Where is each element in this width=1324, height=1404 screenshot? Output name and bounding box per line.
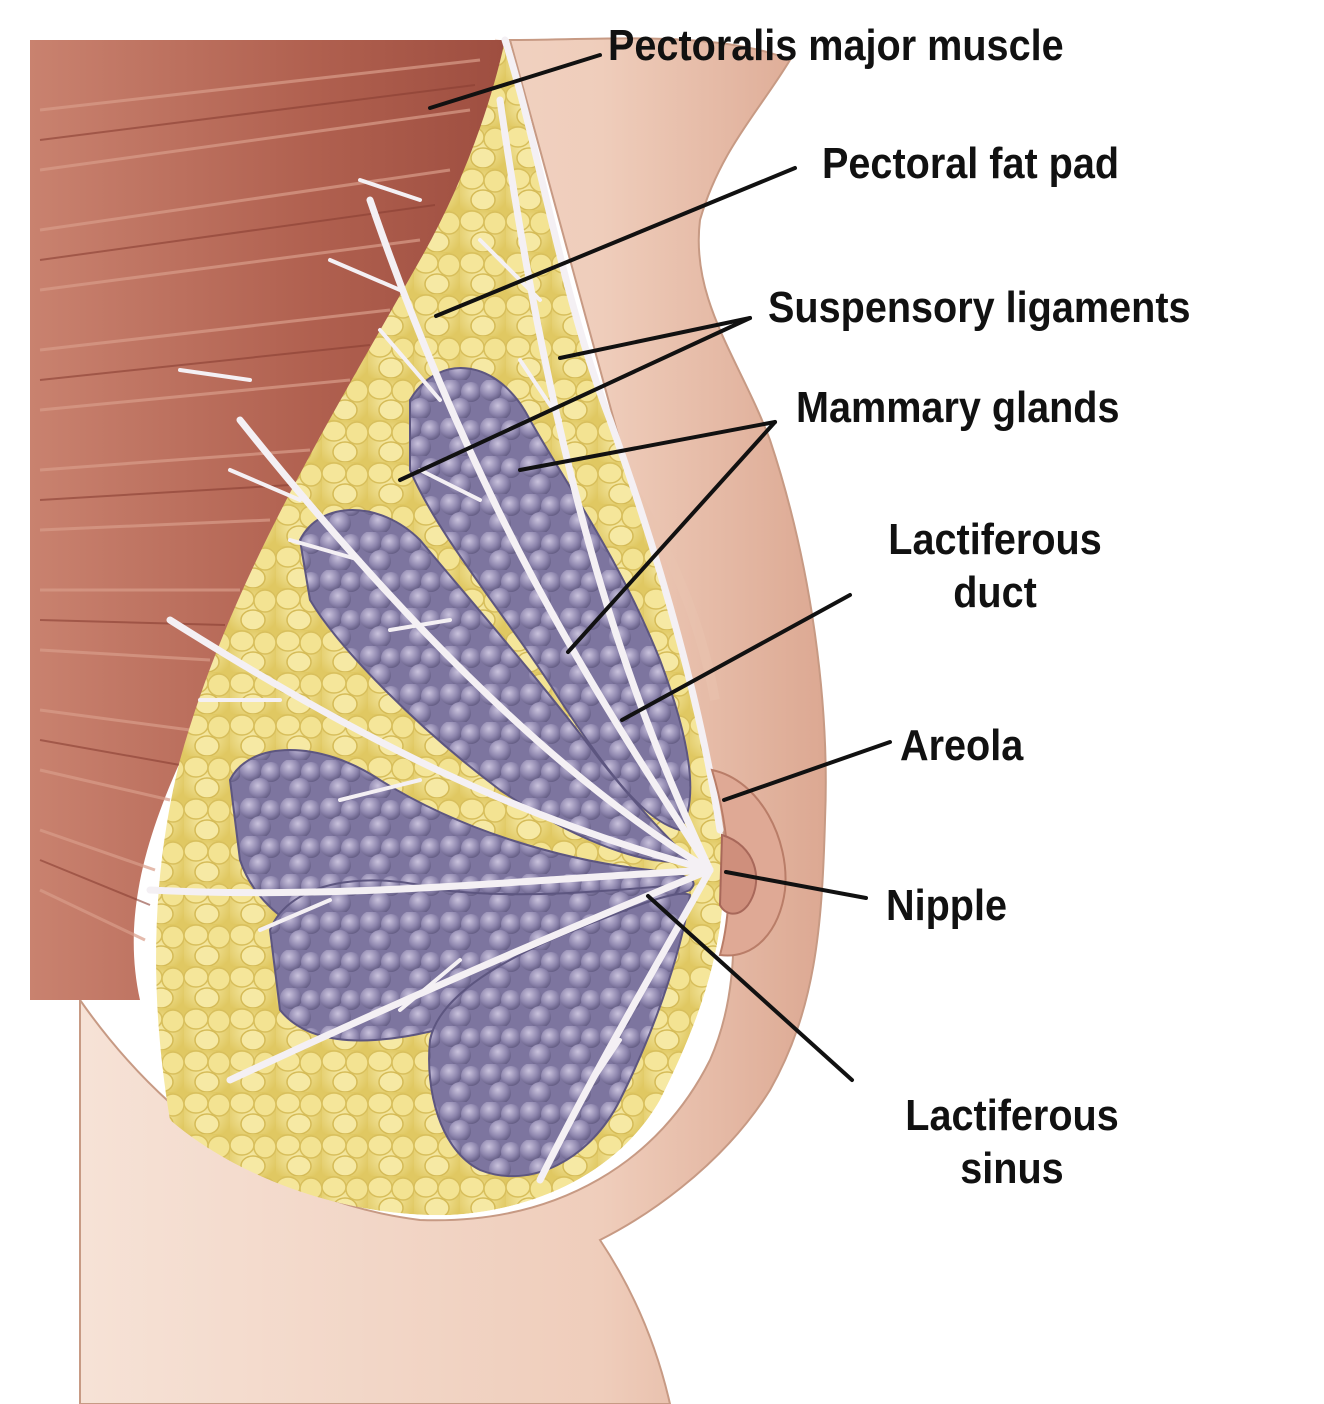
label-pectoralis-major-muscle: Pectoralis major muscle xyxy=(608,21,1064,70)
label-areola: Areola xyxy=(900,721,1024,770)
leader-sinus xyxy=(646,894,854,1082)
leader-mammary-1 xyxy=(518,420,777,472)
label-lactiferous-duct-line2: duct xyxy=(953,567,1037,617)
label-lactiferous-sinus-line1: Lactiferous xyxy=(905,1091,1119,1140)
label-lactiferous-duct-line1: Lactiferous xyxy=(888,515,1102,564)
label-pectoral-fat-pad: Pectoral fat pad xyxy=(822,139,1120,188)
leader-pectoralis xyxy=(428,53,602,110)
nipple-areola-illustration xyxy=(710,768,787,957)
leader-mammary-2 xyxy=(566,420,777,654)
leader-nipple xyxy=(724,870,868,900)
label-lactiferous-sinus: Lactiferous sinus xyxy=(877,1090,1147,1196)
ligaments-and-ducts xyxy=(146,36,724,1184)
label-suspensory-ligaments: Suspensory ligaments xyxy=(768,283,1191,332)
leader-suspensory-1 xyxy=(558,316,752,360)
pectoralis-muscle-region xyxy=(30,40,505,1000)
label-mammary-glands: Mammary glands xyxy=(796,383,1120,432)
label-lactiferous-sinus-line2: sinus xyxy=(960,1143,1064,1193)
leader-lines xyxy=(398,53,892,1082)
label-nipple: Nipple xyxy=(886,881,1008,930)
leader-duct xyxy=(620,593,852,722)
label-lactiferous-duct: Lactiferous duct xyxy=(860,514,1130,620)
leader-areola xyxy=(722,740,892,802)
leader-suspensory-2 xyxy=(398,316,752,482)
leader-fat-pad xyxy=(434,166,797,318)
